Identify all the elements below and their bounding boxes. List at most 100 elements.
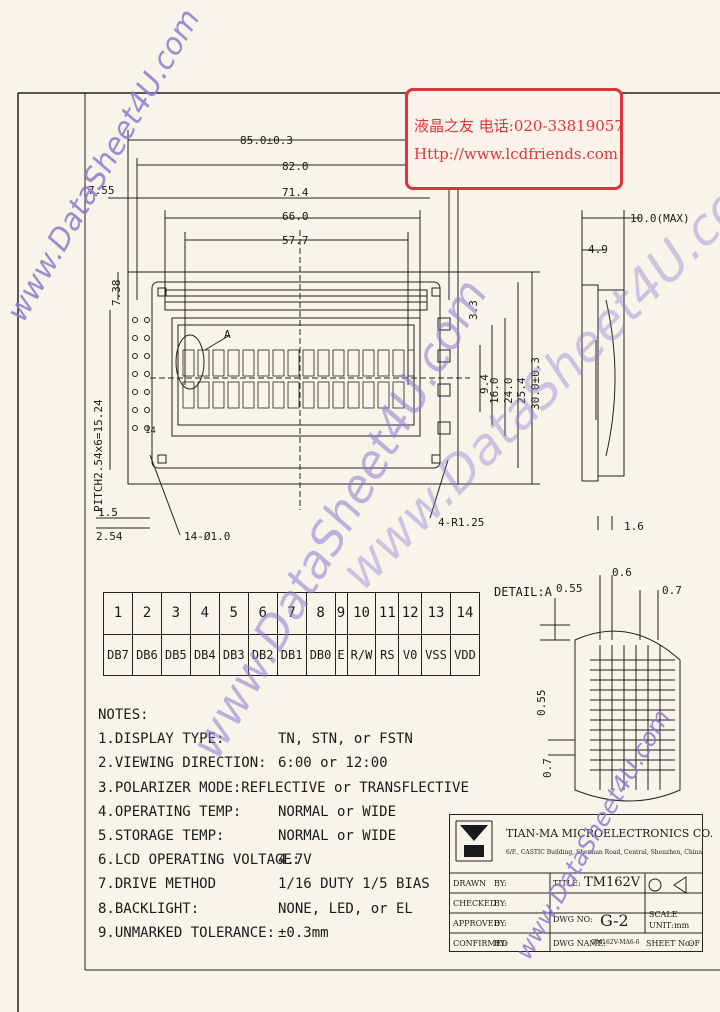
dim-radius: 4-R1.25 (438, 516, 485, 529)
note-value: ±0.3mm (278, 924, 329, 941)
pin-signal: DB1 (276, 633, 307, 676)
note-value: NORMAL or WIDE (278, 803, 397, 820)
stamp-phone-line: 液晶之友 电话:020-33819057 (414, 117, 624, 135)
drawn-label: DRAWN (453, 879, 487, 888)
note-value: TN, STN, or FSTN (278, 731, 413, 748)
note-item: 8.BACKLIGHT: NONE, LED, or EL (98, 897, 458, 921)
pin-number: 1 (103, 592, 133, 635)
pin-signal: DB2 (247, 633, 278, 676)
company-logo (460, 825, 488, 857)
dim-holes: 14-Ø1.0 (184, 530, 231, 543)
pin-number: 14 (449, 592, 481, 635)
notes-section: NOTES: 1.DISPLAY TYPE:TN, STN, or FSTN 2… (98, 703, 469, 945)
pin-number: 3 (160, 592, 191, 635)
note-value: REFLECTIVE or TRANSFLECTIVE (241, 779, 469, 796)
title-label: TITLE: (553, 879, 581, 888)
pin-signal: V0 (398, 633, 423, 676)
company-address: 6/F., CASTIC Building, Shennan Road, Cen… (506, 849, 703, 856)
detail-callout: A (224, 328, 231, 341)
dim-pin-offset: 1.5 (98, 506, 118, 519)
note-key: 7.DRIVE METHOD (98, 876, 217, 893)
pin-signal: VSS (421, 633, 451, 676)
pin-number-row: 1 2 3 4 5 6 7 8 9 10 11 12 13 14 (103, 592, 481, 635)
dim-edge: 7.55 (88, 184, 115, 197)
dim-aa-width: 57.7 (282, 234, 309, 247)
pin-number: 2 (131, 592, 162, 635)
note-key: 1.DISPLAY TYPE: (98, 731, 225, 748)
pin-signal: R/W (346, 633, 377, 676)
note-item: 4.OPERATING TEMP: NORMAL or WIDE (98, 800, 458, 824)
dim-bezel-width: 71.4 (282, 186, 309, 199)
pin-number: 12 (398, 592, 423, 635)
pin-signal: DB6 (131, 633, 162, 676)
dim-4-9: 4.9 (588, 243, 608, 256)
pin-signal: E (334, 633, 348, 676)
note-value: NONE, LED, or EL (278, 900, 413, 917)
pin-number: 13 (421, 592, 451, 635)
dim-0-55: 0.55 (556, 582, 583, 595)
dim-max-thickness: 10.0(MAX) (630, 212, 690, 225)
note-key: 3.POLARIZER MODE: (98, 779, 242, 796)
note-value: 1/16 DUTY 1/5 BIAS (278, 876, 430, 893)
sheet-value: OF (688, 939, 701, 948)
dim-v-0-7: 0.7 (541, 758, 554, 778)
note-key: 4.OPERATING TEMP: (98, 803, 242, 820)
company-name: TIAN-MA MICROELECTRONICS CO. (506, 827, 714, 840)
dwg-name-value: TM162V-MA6-6 (592, 939, 640, 946)
dim-0-6: 0.6 (612, 566, 632, 579)
approved-label: APPROVED (453, 919, 501, 928)
dim-overall-width: 85.0±0.3 (240, 134, 293, 147)
dwg-no-label: DWG NO: (553, 915, 593, 924)
note-key: 5.STORAGE TEMP: (98, 828, 225, 845)
character-cells (182, 349, 415, 409)
note-value: NORMAL or WIDE (278, 828, 397, 845)
note-key: 8.BACKLIGHT: (98, 900, 200, 917)
pin-number: 11 (375, 592, 400, 635)
pin-assignment-table: 1 2 3 4 5 6 7 8 9 10 11 12 13 14 DB7 DB6… (103, 592, 481, 676)
title-block: TIAN-MA MICROELECTRONICS CO. 6/F., CASTI… (449, 814, 713, 952)
note-key: 9.UNMARKED TOLERANCE: (98, 924, 276, 941)
note-value: 6:00 or 12:00 (278, 755, 388, 772)
checked-label: CHECKED (453, 899, 497, 908)
note-key: 6.LCD OPERATING VOLTAGE: (98, 852, 301, 869)
pin-number: 4 (189, 592, 220, 635)
note-item: 6.LCD OPERATING VOLTAGE:4.7V (98, 848, 458, 872)
pin-signal: DB4 (189, 633, 220, 676)
dim-pcb-width: 82.0 (282, 160, 309, 173)
confirmed-by: BY: (494, 939, 507, 948)
unit-label: UNIT: (649, 921, 674, 930)
pin-14-label: 14 (145, 426, 156, 436)
note-item: 9.UNMARKED TOLERANCE:±0.3mm (98, 921, 458, 945)
note-value: 4.7V (278, 852, 312, 869)
note-item: 7.DRIVE METHOD 1/16 DUTY 1/5 BIAS (98, 872, 458, 896)
detail-a-title: DETAIL:A (494, 585, 552, 599)
title-value: TM162V (584, 875, 641, 890)
drawn-by: BY: (494, 879, 507, 888)
pin-number: 6 (247, 592, 278, 635)
pin-signal-row: DB7 DB6 DB5 DB4 DB3 DB2 DB1 DB0 E R/W RS… (103, 633, 481, 676)
contact-stamp: 液晶之友 电话:020-33819057 Http://www.lcdfrien… (405, 88, 624, 190)
detail-a-drawing (540, 575, 681, 802)
dim-va-width: 66.0 (282, 210, 309, 223)
note-item: 2.VIEWING DIRECTION: 6:00 or 12:00 (98, 751, 458, 775)
note-item: 1.DISPLAY TYPE: TN, STN, or FSTN (98, 727, 458, 751)
dim-1-6: 1.6 (624, 520, 644, 533)
checked-by: BY: (494, 899, 507, 908)
approved-by: BY: (494, 919, 507, 928)
pin-signal: DB7 (103, 633, 133, 676)
dim-pin-pitch: 2.54 (96, 530, 123, 543)
dim-0-7: 0.7 (662, 584, 682, 597)
dwg-no-value: G-2 (600, 911, 629, 930)
dwg-name-label: DWG NAME: (553, 939, 607, 948)
scale-label: SCALE (649, 910, 678, 919)
note-item: 5.STORAGE TEMP: NORMAL or WIDE (98, 824, 458, 848)
pin-signal: DB0 (305, 633, 336, 676)
confirmed-label: CONFIRMED (453, 939, 508, 948)
note-key: 2.VIEWING DIRECTION: (98, 755, 267, 772)
pin-number: 9 (334, 592, 348, 635)
pin-signal: VDD (449, 633, 481, 676)
sheet-label: SHEET No: (646, 939, 693, 948)
side-view (581, 210, 640, 530)
pin-signal: DB5 (160, 633, 191, 676)
dim-top-offset: 7.38 (110, 279, 123, 307)
